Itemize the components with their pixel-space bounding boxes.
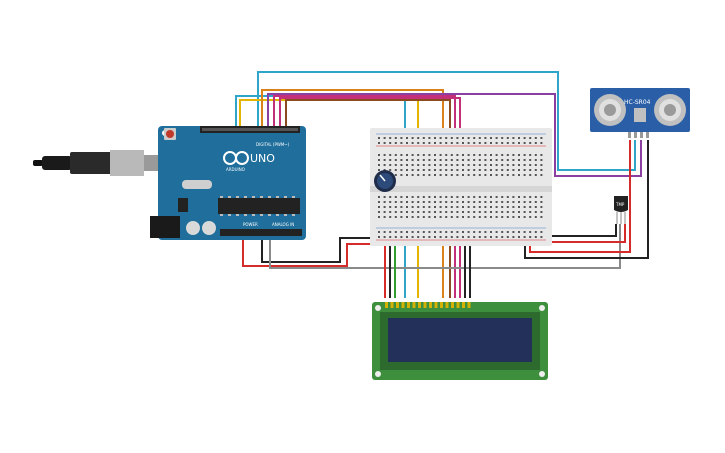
wire-red-power <box>242 236 378 267</box>
arduino-logo: UNO ARDUINO <box>223 151 275 172</box>
sensor-label: HC-SR04 <box>624 99 651 106</box>
wire-black-gnd <box>261 236 378 263</box>
wire-purple <box>267 93 642 177</box>
wire-gray-signal <box>269 224 621 269</box>
lcd-screen <box>388 318 532 362</box>
wires <box>235 71 649 298</box>
tmp-label: TMP <box>615 202 625 207</box>
wire-black-rail <box>550 224 617 237</box>
lcd-pins <box>385 302 471 308</box>
ultrasonic-sensor: HC-SR04 <box>590 88 690 138</box>
potentiometer <box>374 170 396 192</box>
arduino-text: ARDUINO <box>226 167 245 172</box>
wire-cyan-top <box>257 71 636 171</box>
usb-cable <box>33 150 158 176</box>
reset-button <box>166 130 174 138</box>
uno-text: UNO <box>250 152 275 165</box>
analog-label: ANALOG IN <box>272 222 294 227</box>
wire-black-right <box>524 140 649 259</box>
lcd-display <box>372 302 548 380</box>
breadboard <box>370 128 552 246</box>
digital-header-pins <box>202 128 298 131</box>
digital-label: DIGITAL (PWM~) <box>256 142 290 147</box>
breadboard-holes <box>378 137 543 238</box>
temperature-sensor: TMP <box>614 196 628 224</box>
power-label: POWER <box>243 222 258 227</box>
arduino-uno: DIGITAL (PWM~) UNO ARDUINO <box>150 126 306 240</box>
wire-red-rail <box>550 224 626 243</box>
